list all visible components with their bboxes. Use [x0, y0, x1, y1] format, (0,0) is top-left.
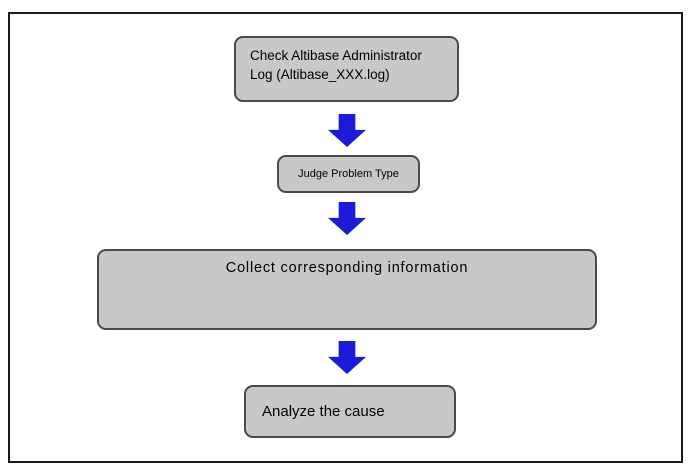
node-check-log: Check Altibase Administrator Log (Altiba… — [234, 36, 459, 102]
node-collect-info: Collect corresponding information — [97, 249, 597, 330]
node-collect-info-label: Collect corresponding information — [225, 260, 469, 276]
node-analyze-cause-label: Analyze the cause — [262, 403, 385, 420]
node-judge-problem-type: Judge Problem Type — [277, 155, 420, 193]
node-judge-problem-type-label: Judge Problem Type — [298, 168, 399, 180]
node-analyze-cause: Analyze the cause — [244, 385, 456, 438]
diagram-frame-border — [8, 12, 683, 463]
node-check-log-label: Check Altibase Administrator Log (Altiba… — [250, 48, 422, 82]
